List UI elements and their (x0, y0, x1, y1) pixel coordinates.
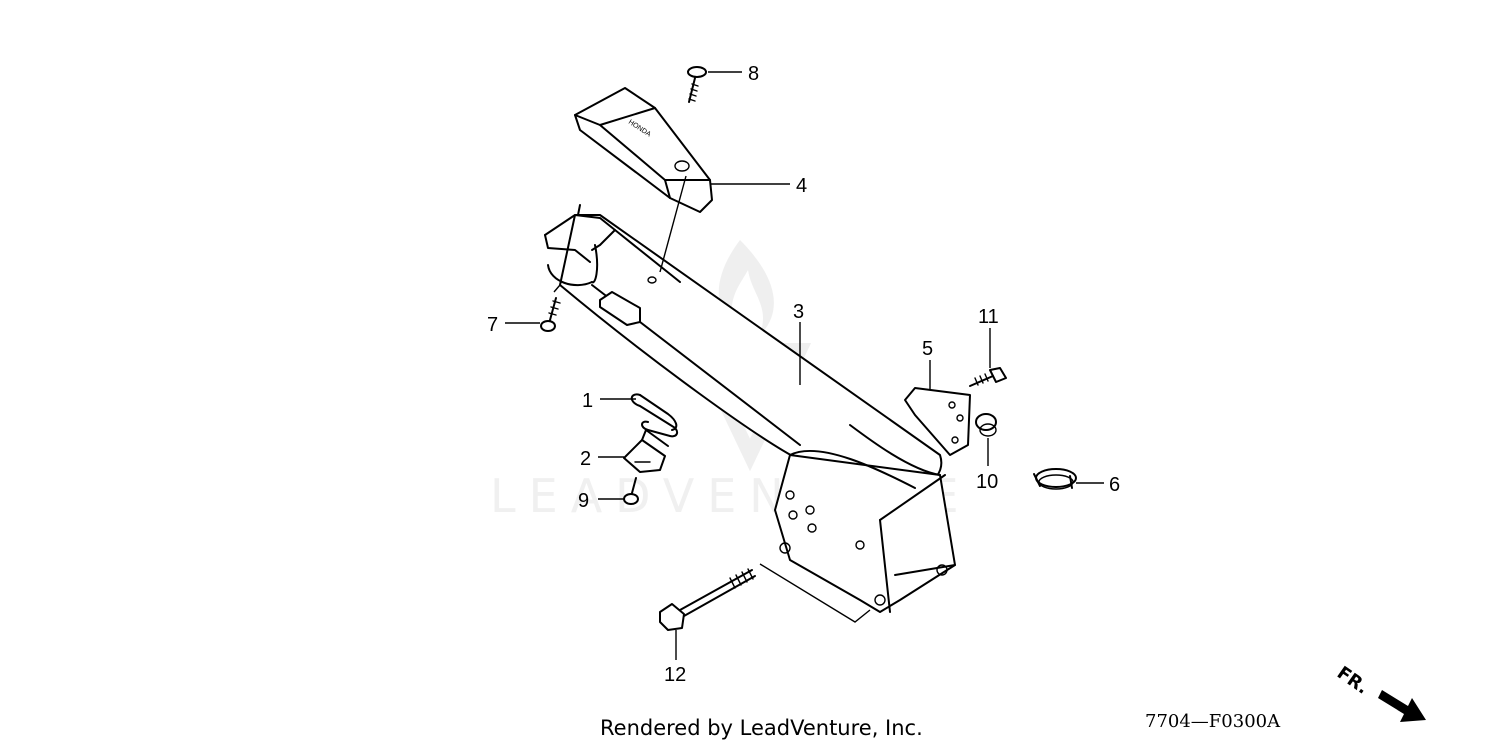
callout-6[interactable]: 6 (1109, 474, 1120, 496)
callout-5[interactable]: 5 (922, 338, 933, 360)
leader-lines (505, 71, 1104, 660)
part-10-nut[interactable] (975, 413, 997, 437)
callout-10[interactable]: 10 (976, 471, 998, 493)
part-5-plate[interactable] (904, 387, 971, 456)
callout-numbers: 1 2 3 4 5 6 7 8 9 10 11 12 (487, 63, 1120, 686)
callout-7[interactable]: 7 (487, 314, 498, 336)
part-2-clip-nut[interactable] (623, 429, 669, 473)
part-3-handle-pipe[interactable] (544, 204, 956, 613)
front-direction-indicator: FR. (1333, 660, 1434, 730)
part-7-screw[interactable] (540, 297, 561, 332)
callout-1[interactable]: 1 (582, 390, 593, 412)
callout-8[interactable]: 8 (748, 63, 759, 85)
part-1-wire-clip[interactable] (630, 393, 678, 438)
part-4-handle-cover[interactable]: HONDA (574, 87, 713, 213)
diagram-code: 7704—F0300A (1145, 711, 1281, 732)
callout-2[interactable]: 2 (580, 448, 591, 470)
part-6-clamp[interactable] (1033, 468, 1077, 490)
part-11-bolt[interactable] (969, 367, 1007, 387)
assembly-lines (553, 175, 871, 623)
rendered-by-footer: Rendered by LeadVenture, Inc. (600, 716, 923, 740)
callout-11[interactable]: 11 (978, 306, 999, 328)
direction-arrow-icon (1378, 690, 1426, 722)
part-8-screw[interactable] (687, 66, 707, 103)
part-12-long-bolt[interactable] (659, 568, 756, 631)
callout-9[interactable]: 9 (578, 490, 589, 512)
callout-12[interactable]: 12 (664, 664, 686, 686)
callout-3[interactable]: 3 (793, 301, 804, 323)
callout-4[interactable]: 4 (796, 175, 807, 197)
